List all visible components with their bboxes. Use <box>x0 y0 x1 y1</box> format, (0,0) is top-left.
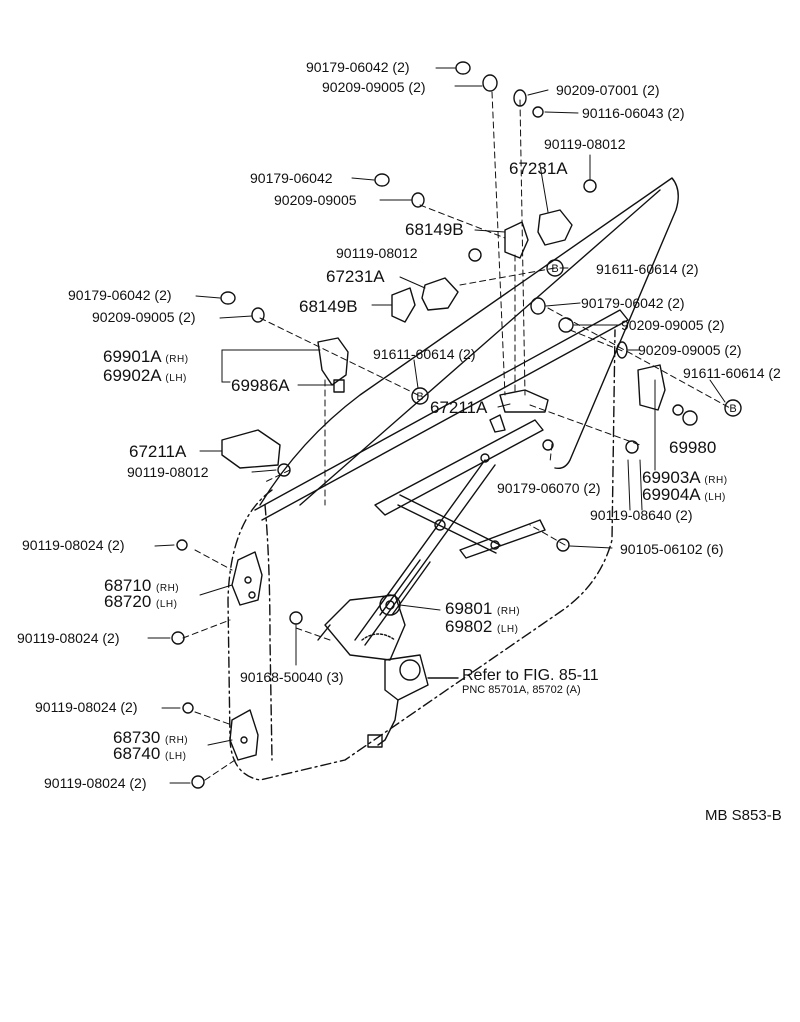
part-label: PNC 85701A, 85702 (A) <box>462 684 581 696</box>
part-label: 90179-06042 <box>250 170 333 186</box>
door-window-frame <box>259 177 679 506</box>
part-label: 69901A (RH) <box>103 347 189 366</box>
part-label: 90179-06042 (2) <box>581 295 685 311</box>
part-label: 90179-06070 (2) <box>497 480 601 496</box>
part-label: 90168-50040 (3) <box>240 669 344 685</box>
figure-code: MB S853-B <box>705 807 782 824</box>
part-label: 69904A (LH) <box>642 485 726 504</box>
part-label: 67211A <box>430 398 488 417</box>
lock-assembly-upper <box>391 209 573 323</box>
part-label: 90119-08012 <box>544 136 626 152</box>
part-label: 68740 (LH) <box>113 744 187 763</box>
part-label: 90209-09005 (2) <box>322 79 426 95</box>
part-label: 90119-08640 (2) <box>590 507 693 523</box>
callout-b-3 <box>724 399 742 417</box>
part-label: 69802 (LH) <box>445 617 519 636</box>
part-label: 69980 <box>669 438 717 457</box>
part-label: 69986A <box>231 376 290 395</box>
callout-b-1-text: B <box>551 263 558 275</box>
part-label: 68149B <box>299 297 358 316</box>
part-label: 68149B <box>405 220 464 239</box>
part-label: 91611-60614 (2) <box>373 346 476 362</box>
part-label: 90209-09005 (2) <box>638 342 742 358</box>
part-label: 90119-08012 <box>336 245 418 261</box>
fasteners <box>171 61 698 789</box>
part-label: 69801 (RH) <box>445 599 521 618</box>
striker-and-brackets <box>221 337 666 469</box>
part-label: Refer to FIG. 85-11 <box>462 667 599 684</box>
door-shell-outline <box>227 329 616 781</box>
regulator-motor <box>367 654 459 748</box>
callout-b-2-text: B <box>416 391 423 403</box>
part-label: 90105-06102 (6) <box>620 541 724 557</box>
part-label: 90119-08024 (2) <box>17 630 120 646</box>
part-label: 90116-06043 (2) <box>582 105 685 121</box>
part-label: 90119-08024 (2) <box>22 537 125 553</box>
part-label: 90179-06042 (2) <box>68 287 172 303</box>
callout-b-2 <box>411 387 429 405</box>
part-label: 69902A (LH) <box>103 366 187 385</box>
part-label: 90209-09005 <box>274 192 357 208</box>
part-label: 68730 (RH) <box>113 728 189 747</box>
part-label: 91611-60614 (2) <box>596 261 699 277</box>
part-label: 90119-08012 <box>127 464 209 480</box>
door-shell-inner <box>264 504 273 761</box>
part-label: 90209-07001 (2) <box>556 82 660 98</box>
part-label: 67211A <box>129 442 187 461</box>
part-label: 90119-08024 (2) <box>44 775 147 791</box>
part-label: 69903A (RH) <box>642 468 728 487</box>
part-label: 90209-09005 (2) <box>621 317 725 333</box>
part-label: 91611-60614 (2 <box>683 365 781 381</box>
part-label: 90209-09005 (2) <box>92 309 196 325</box>
part-label: 67231A <box>326 267 385 286</box>
callout-b-3-text: B <box>729 403 736 415</box>
part-label: 90119-08024 (2) <box>35 699 138 715</box>
part-label: 68710 (RH) <box>104 576 180 595</box>
callout-b-1 <box>546 259 564 277</box>
door-belt-line <box>254 309 629 521</box>
part-label: 68720 (LH) <box>104 592 178 611</box>
part-label: 90179-06042 (2) <box>306 59 410 75</box>
part-label: 67231A <box>509 159 568 178</box>
